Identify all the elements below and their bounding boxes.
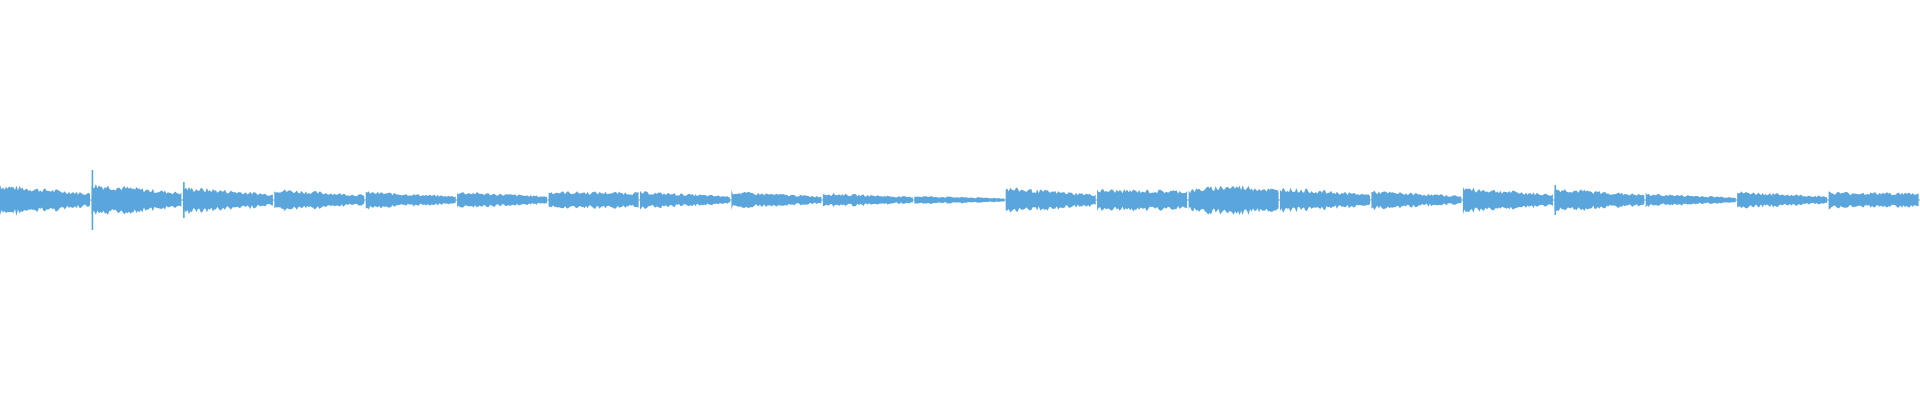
waveform-segment (1462, 186, 1553, 215)
waveform-segment (91, 184, 182, 215)
